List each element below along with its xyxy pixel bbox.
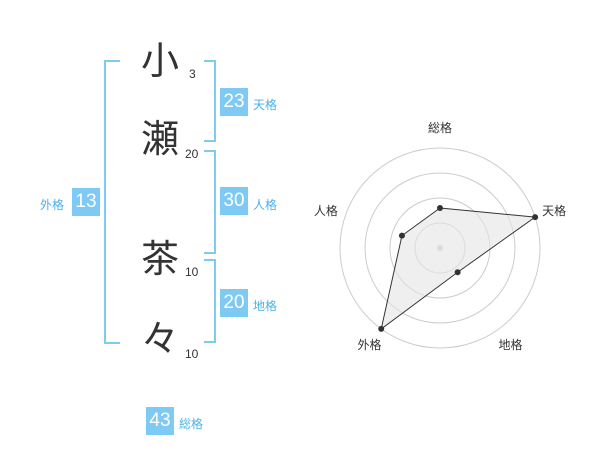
jinkaku-bracket bbox=[204, 150, 216, 254]
chikaku-label: 地格 bbox=[253, 299, 278, 313]
name-char-2: 瀬 bbox=[141, 117, 180, 161]
chikaku-bracket bbox=[204, 259, 216, 343]
name-char-1: 小 bbox=[141, 39, 180, 83]
radar-area bbox=[380, 207, 537, 331]
tenkaku-label: 天格 bbox=[253, 98, 278, 112]
stroke-count-4: 10 bbox=[185, 347, 199, 361]
radar-ring bbox=[364, 172, 516, 324]
radar-points bbox=[378, 205, 539, 332]
radar-point bbox=[398, 232, 405, 239]
gaikaku-label: 外格 bbox=[40, 198, 65, 212]
soukaku-label: 総格 bbox=[179, 417, 204, 431]
tenkaku-bracket bbox=[204, 60, 216, 142]
jinkaku-label: 人格 bbox=[253, 198, 278, 212]
jinkaku-value: 30 bbox=[220, 187, 248, 215]
name-char-3: 茶 bbox=[141, 237, 180, 281]
radar-axis-label: 天格 bbox=[542, 203, 566, 218]
radar-axis-label: 外格 bbox=[357, 337, 381, 352]
tenkaku-value: 23 bbox=[220, 88, 248, 116]
chikaku-value: 20 bbox=[220, 289, 248, 317]
radar-ring bbox=[339, 147, 541, 349]
gaikaku-bracket bbox=[104, 60, 120, 344]
radar-point bbox=[378, 325, 385, 332]
gaikaku-value: 13 bbox=[72, 188, 100, 216]
radar-axis-label: 総格 bbox=[428, 120, 452, 135]
radar-point bbox=[532, 214, 539, 221]
radar-point bbox=[454, 269, 461, 276]
stroke-count-3: 10 bbox=[185, 265, 199, 279]
radar-axis-label: 地格 bbox=[499, 337, 523, 352]
stroke-count-1: 3 bbox=[189, 67, 196, 81]
soukaku-value: 43 bbox=[146, 407, 174, 435]
radar-axis-label: 人格 bbox=[314, 203, 338, 218]
radar-point bbox=[437, 205, 443, 211]
stroke-count-2: 20 bbox=[185, 147, 199, 161]
name-char-4: 々 bbox=[141, 317, 180, 361]
